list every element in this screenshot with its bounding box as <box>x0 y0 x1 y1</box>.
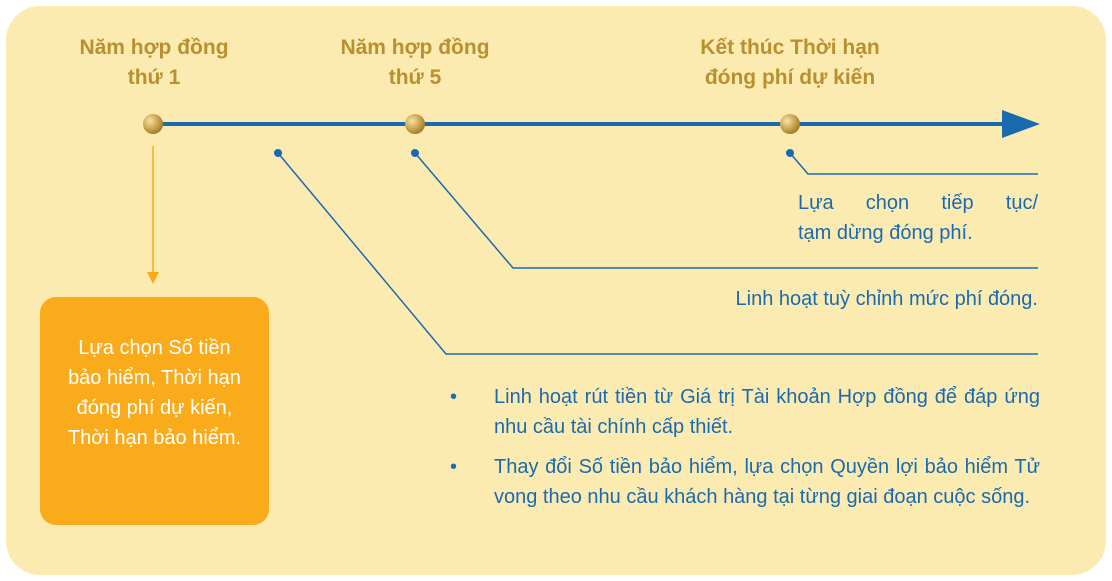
list-item: • Linh hoạt rút tiền từ Giá trị Tài khoả… <box>440 382 1040 442</box>
start-options-text: Lựa chọn Số tiền bảo hiểm, Thời hạn đóng… <box>67 337 242 449</box>
bullet-dot: • <box>450 456 458 478</box>
milestone-marker-year-5 <box>405 114 425 134</box>
bullet-dot: • <box>450 386 458 408</box>
milestone-label-year-5: Năm hợp đồng thứ 5 <box>340 36 490 89</box>
milestone-label-year-1: Năm hợp đồng thứ 1 <box>79 36 229 89</box>
milestone-marker-end-premium <box>780 114 800 134</box>
continue-pause-connector <box>789 152 1038 175</box>
flexible-premium-connector <box>414 152 1038 269</box>
flexible-options-list: • Linh hoạt rút tiền từ Giá trị Tài khoả… <box>440 382 1040 522</box>
milestone-label-end-premium-term: Kết thúc Thời hạn đóng phí dự kiến <box>700 36 880 89</box>
bullets-connector <box>277 152 1038 355</box>
option-continue-pause: Lựa chọn tiếp tục/ tạm dừng đóng phí. <box>798 192 1038 244</box>
start-options-box: Lựa chọn Số tiền bảo hiểm, Thời hạn đóng… <box>40 297 269 525</box>
list-item: • Thay đổi Số tiền bảo hiểm, lựa chọn Qu… <box>440 452 1040 512</box>
year-1-connector-arrowhead <box>147 272 159 284</box>
milestone-marker-year-1 <box>143 114 163 134</box>
option-flexible-premium: Linh hoạt tuỳ chỉnh mức phí đóng. <box>735 288 1038 310</box>
timeline-arrowhead <box>1002 110 1040 138</box>
